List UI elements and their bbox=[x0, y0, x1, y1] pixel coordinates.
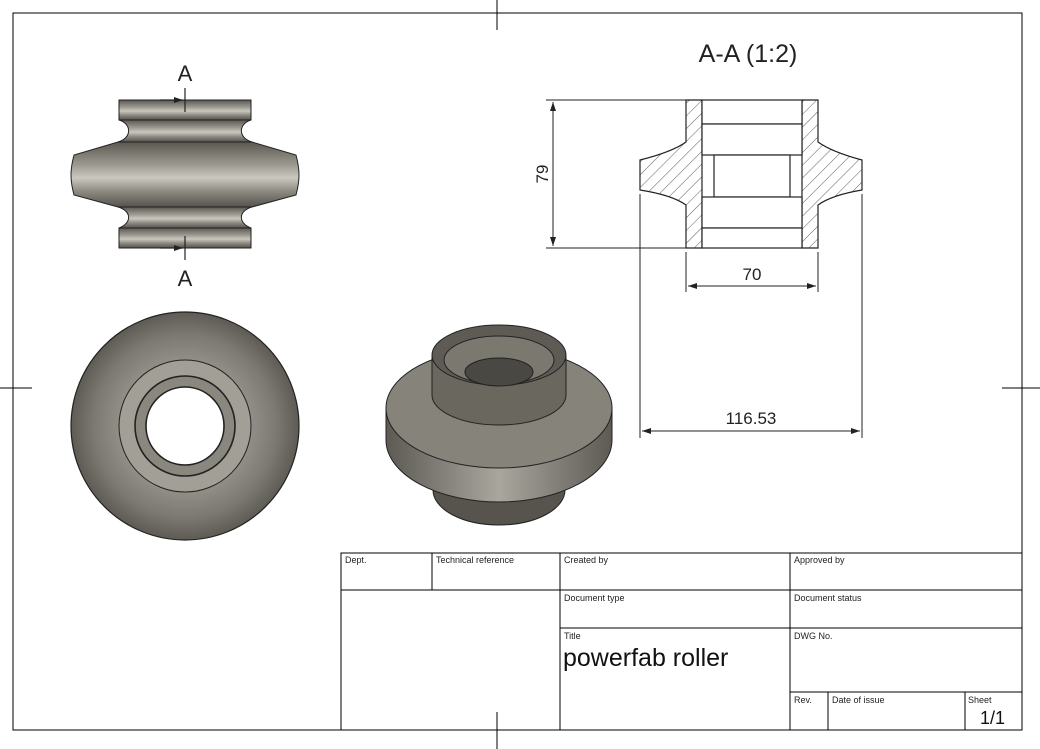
isometric-view bbox=[385, 324, 613, 526]
dept-label: Dept. bbox=[345, 555, 367, 565]
drawing-title: powerfab roller bbox=[563, 644, 729, 672]
section-title: A-A (1:2) bbox=[699, 40, 798, 68]
dimension-bore-width bbox=[685, 252, 819, 292]
dimension-bore-width-label: 70 bbox=[743, 265, 762, 284]
section-view: A-A (1:2) 79 70 bbox=[533, 40, 863, 438]
sheet-label: Sheet bbox=[968, 695, 992, 705]
rev-label: Rev. bbox=[794, 695, 812, 705]
title-block-grid bbox=[340, 552, 1023, 731]
cut-label-bottom: A bbox=[178, 266, 193, 291]
dimension-height-label: 79 bbox=[533, 165, 552, 184]
dimension-outer-diameter-label: 116.53 bbox=[726, 409, 777, 428]
document-status-label: Document status bbox=[794, 593, 862, 603]
section-wall-left bbox=[639, 99, 703, 249]
front-view: A A bbox=[70, 61, 300, 291]
top-view bbox=[70, 311, 300, 541]
created-by-label: Created by bbox=[564, 555, 609, 565]
sheet-number: 1/1 bbox=[980, 708, 1006, 728]
cut-label-top: A bbox=[178, 61, 193, 86]
dwg-no-label: DWG No. bbox=[794, 631, 833, 641]
section-bore bbox=[701, 99, 803, 249]
section-wall-right bbox=[801, 99, 863, 249]
approved-by-label: Approved by bbox=[794, 555, 845, 565]
dimension-outer-diameter bbox=[639, 194, 863, 438]
title-label: Title bbox=[564, 631, 581, 641]
date-of-issue-label: Date of issue bbox=[832, 695, 885, 705]
dimension-height bbox=[546, 99, 686, 249]
technical-reference-label: Technical reference bbox=[436, 555, 515, 565]
document-type-label: Document type bbox=[564, 593, 625, 603]
